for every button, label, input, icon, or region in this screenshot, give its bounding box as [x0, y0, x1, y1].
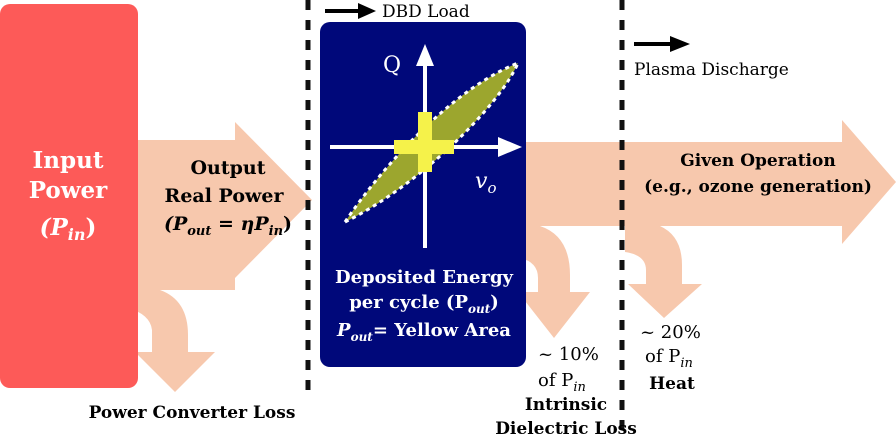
dielectric-loss-of: of Pin [538, 370, 586, 395]
deposited-energy-line3: Pout= Yellow Area [336, 320, 511, 344]
input-title-line1: Input [33, 147, 104, 174]
heat-loss-of: of Pin [645, 346, 693, 371]
dielectric-loss-label1: Intrinsic [525, 395, 607, 415]
given-operation-line2: (e.g., ozone generation) [644, 177, 872, 197]
q-axis-label: Q [383, 53, 401, 78]
flow-shapes [110, 120, 896, 392]
legend-plasma-arrow-icon [634, 36, 690, 52]
heat-loss-label: Heat [649, 374, 695, 394]
heat-loss-arrow [625, 226, 702, 318]
deposited-energy-line1: Deposited Energy [335, 267, 514, 288]
output-power-line2: Real Power [165, 185, 285, 207]
legend-dbd-label: DBD Load [382, 2, 470, 22]
output-power-line1: Output [190, 157, 265, 179]
legend-dbd-arrow-icon [325, 3, 376, 19]
highlight-horizontal [394, 140, 454, 154]
dielectric-loss-arrow [518, 226, 590, 338]
converter-loss-arrow [120, 290, 215, 392]
heat-loss-pct: ~ 20% [640, 322, 701, 343]
converter-loss-label: Power Converter Loss [89, 403, 296, 423]
deposited-energy-line2: per cycle (Pout) [349, 292, 499, 316]
given-operation-line1: Given Operation [680, 151, 835, 171]
output-power-arrow [110, 122, 312, 290]
output-power-equation: (Pout = ηPin) [164, 213, 292, 239]
given-operation-arrow [520, 120, 896, 244]
input-title-line2: Power [29, 177, 108, 204]
q-axis-arrowhead [416, 44, 434, 66]
dielectric-loss-pct: ~ 10% [538, 344, 599, 365]
input-power-block [0, 4, 138, 388]
input-symbol: (Pin) [40, 214, 97, 244]
legend-plasma-label: Plasma Discharge [634, 60, 789, 80]
v-axis-label: vo [475, 169, 496, 197]
dielectric-loss-label2: Dielectric Loss [495, 419, 637, 439]
v-axis-arrowhead [498, 137, 522, 157]
